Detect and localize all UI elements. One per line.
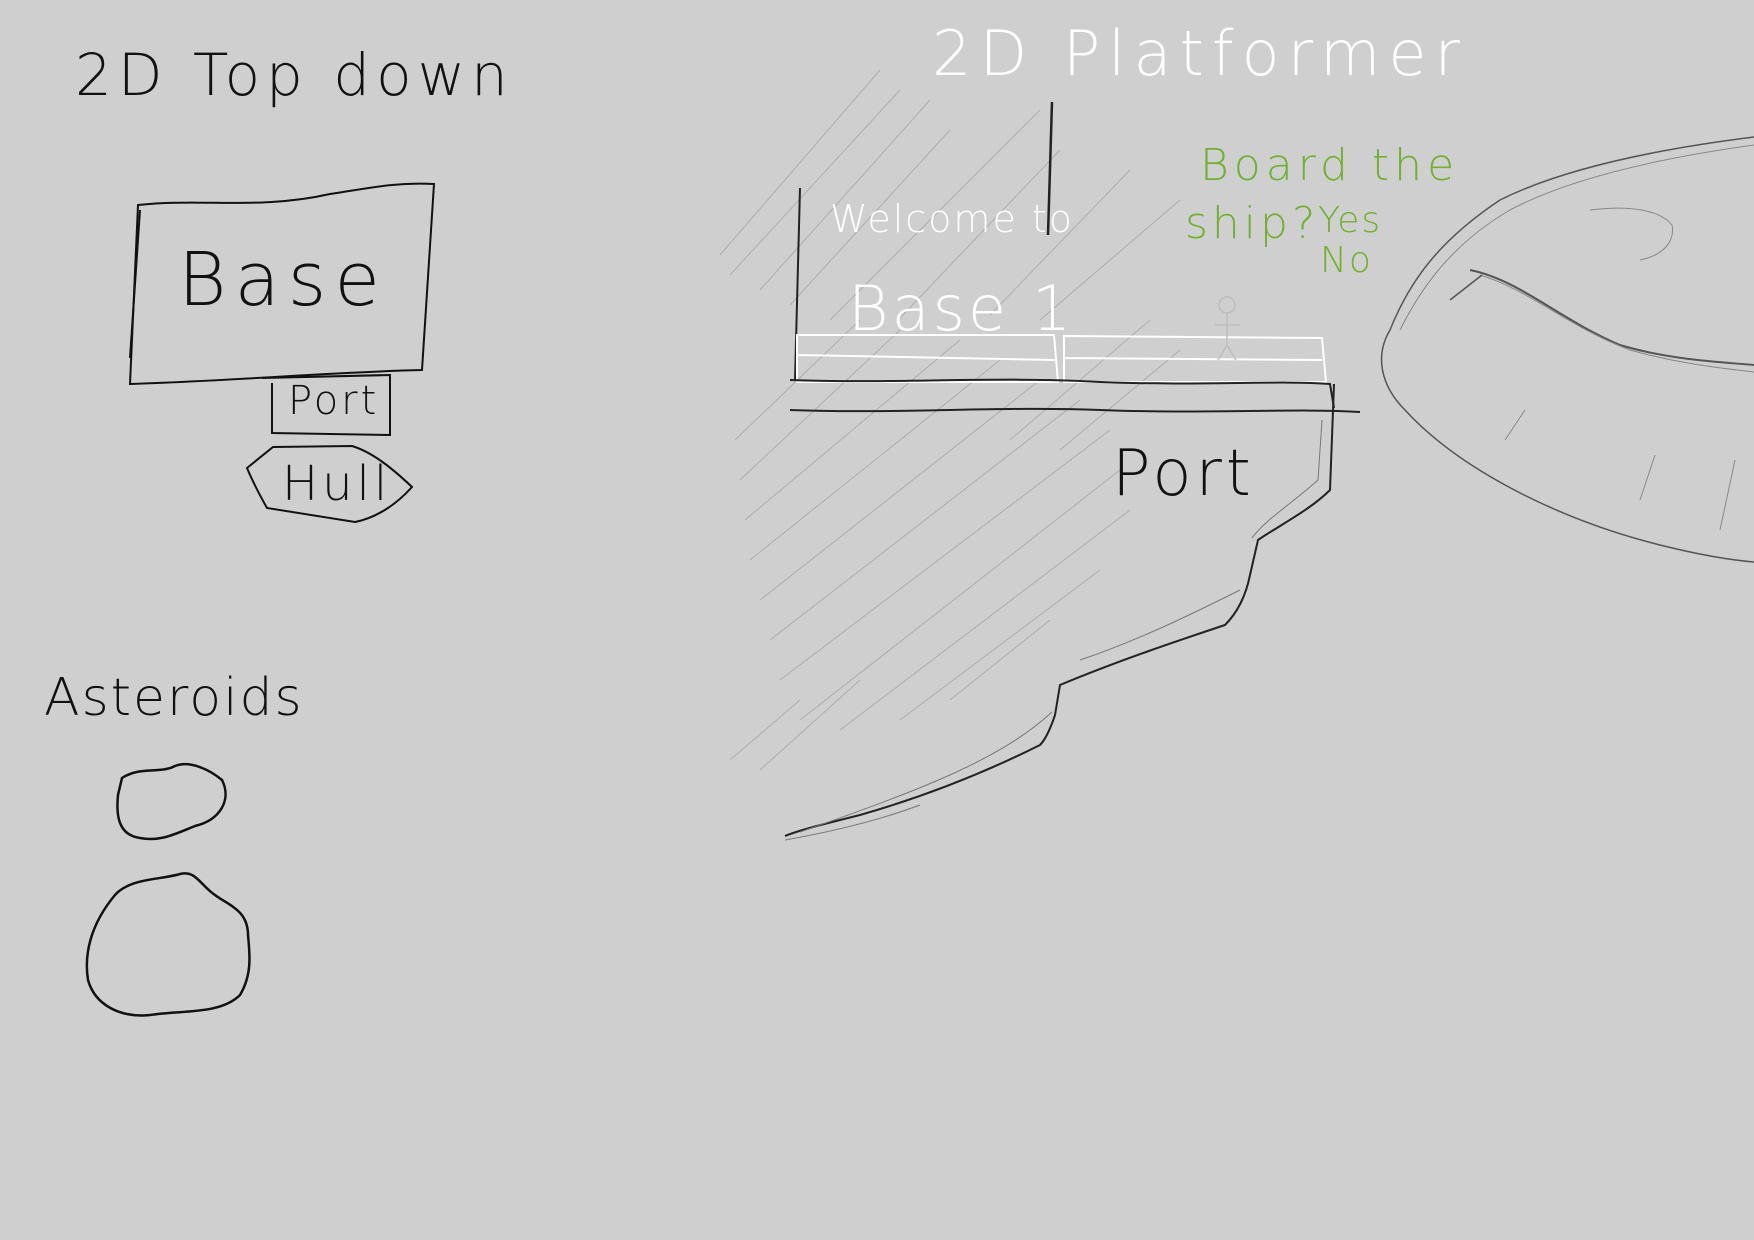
platformer-title: 2D Platformer (932, 17, 1468, 90)
ship-sketch (1380, 136, 1754, 563)
cliff-outline (784, 383, 1335, 837)
platform-port-label: Port (1112, 437, 1255, 511)
port-label: Port (288, 378, 379, 424)
platform-right (1063, 334, 1328, 383)
base-name-text: Base 1 (848, 272, 1074, 345)
asteroid-small (116, 763, 227, 841)
hull-label: Hull (282, 456, 391, 512)
pencil-shading (719, 69, 1181, 771)
cliff-outline-sketch (784, 419, 1323, 841)
top-down-section: 2D Top down Base Port Hull Asteroids (44, 41, 514, 1017)
option-no[interactable]: No (1320, 240, 1373, 281)
asteroid-large (85, 872, 251, 1017)
base-box (128, 182, 436, 386)
port-box (261, 373, 391, 437)
welcome-text: Welcome to (830, 197, 1074, 241)
tower-pole (1046, 101, 1054, 236)
asteroids-label: Asteroids (44, 668, 304, 728)
ground-upper (789, 378, 1335, 409)
prompt-line1: Board the (1200, 140, 1459, 191)
left-wall (794, 187, 801, 381)
base-label: Base (178, 237, 388, 323)
ground-lower (789, 407, 1361, 413)
player-figure (1215, 296, 1240, 361)
top-down-title: 2D Top down (75, 41, 514, 109)
hull-shape (245, 444, 414, 524)
prompt-line2: ship? (1185, 198, 1319, 249)
base-box-left-stroke (129, 209, 141, 359)
platform-left (796, 334, 1060, 383)
platformer-section: 2D Platformer Welcome to Base 1 Port Boa… (719, 17, 1754, 841)
option-yes[interactable]: Yes (1318, 200, 1382, 241)
board-ship-prompt: Board the ship? Yes No (1185, 140, 1459, 281)
